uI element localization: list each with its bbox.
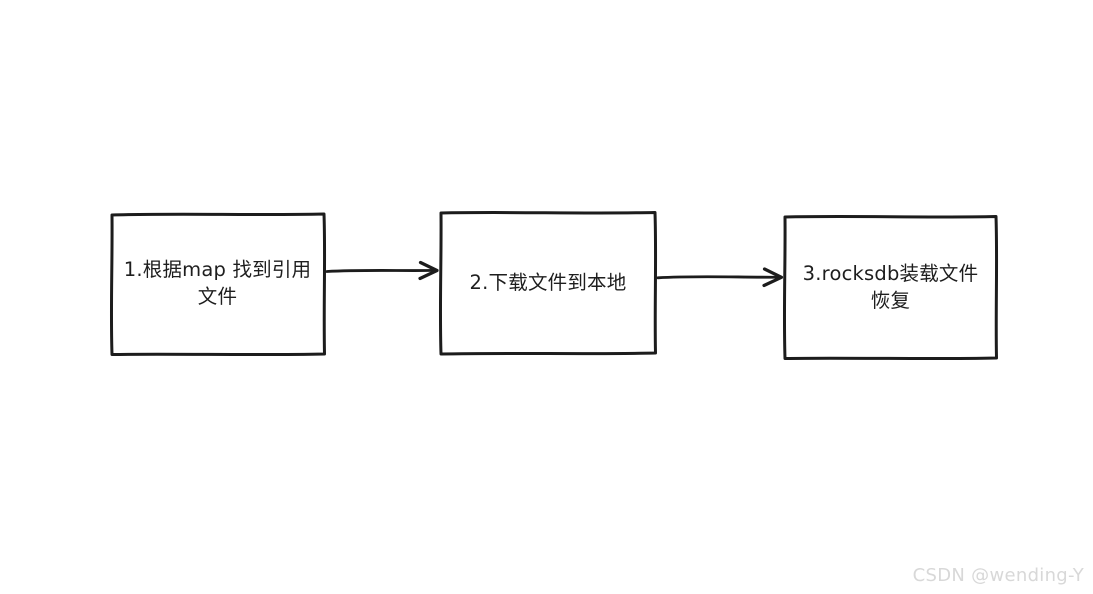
step-3-label: 3.rocksdb装载文件恢复 (802, 261, 979, 312)
step-3-box-outline (782, 215, 999, 361)
step-2-label: 2.下载文件到本地 (469, 270, 627, 294)
arrow-2-line (656, 275, 781, 280)
arrow-1-line (325, 269, 437, 273)
step-2-box-outline (438, 211, 658, 356)
watermark: CSDN @wending-Y (912, 565, 1084, 586)
arrow-1-head-icon (418, 260, 439, 281)
step-1-box-outline (109, 212, 327, 357)
arrow-2-head-icon (762, 267, 784, 288)
step-1-label: 1.根据map 找到引用文件 (123, 258, 312, 308)
